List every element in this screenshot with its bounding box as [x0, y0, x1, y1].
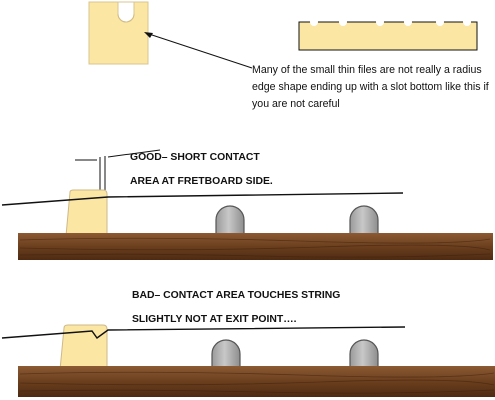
bad-example	[1, 324, 495, 397]
wood-grain	[19, 371, 495, 394]
note-line: you are not careful	[252, 98, 340, 110]
note-line: edge shape ending up with a slot bottom …	[252, 81, 489, 93]
wood-grain	[19, 237, 491, 258]
radius-file-note: Many of the small thin files are not rea…	[252, 62, 492, 113]
fret	[215, 205, 245, 235]
strip-slot	[463, 18, 471, 26]
nut-slot-closeup	[88, 1, 149, 65]
good-example	[1, 149, 493, 260]
strip-slot	[404, 18, 412, 26]
fret	[211, 339, 241, 368]
strip-slot	[376, 18, 384, 26]
nut-strip-body	[298, 21, 478, 51]
string	[1, 192, 404, 206]
pointer-arrow-head	[144, 32, 153, 38]
bad-caption-line: BAD– CONTACT AREA TOUCHES STRING	[132, 290, 341, 301]
strip-slot	[339, 18, 347, 26]
strip-slot	[310, 18, 318, 26]
fret	[349, 205, 379, 235]
string	[1, 326, 406, 339]
nut-block	[65, 189, 108, 237]
pointer-arrow-line	[148, 33, 253, 69]
slot-bottom-shadow	[117, 13, 135, 23]
good-caption-line: GOOD– SHORT CONTACT	[130, 152, 260, 163]
nut-strip	[298, 18, 478, 51]
fret	[349, 339, 379, 368]
note-line: Many of the small thin files are not rea…	[252, 64, 482, 76]
good-caption: GOOD– SHORT CONTACT AREA AT FRETBOARD SI…	[130, 146, 273, 194]
good-caption-line: AREA AT FRETBOARD SIDE.	[130, 176, 273, 187]
bad-caption-line: SLIGHTLY NOT AT EXIT POINT….	[132, 314, 297, 325]
dimension-line	[107, 149, 161, 158]
bad-caption: BAD– CONTACT AREA TOUCHES STRING SLIGHTL…	[132, 284, 340, 332]
strip-slot	[436, 18, 444, 26]
